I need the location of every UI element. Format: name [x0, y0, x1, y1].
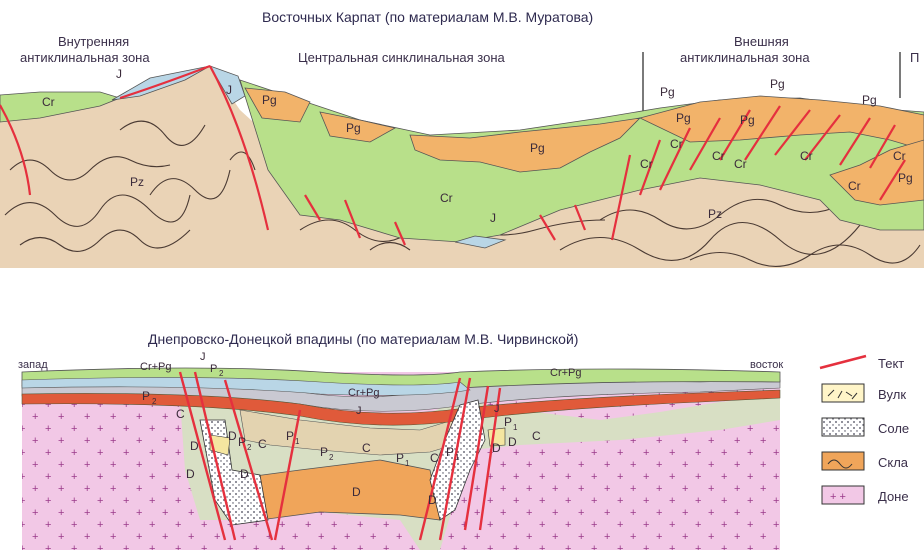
legend: Тект Вулк Соле Скла + + Доне — [819, 354, 909, 505]
cr-label: Cr — [42, 95, 55, 109]
d-label: D — [428, 493, 437, 507]
svg-text:Внешняя: Внешняя — [734, 34, 789, 49]
top-unit-labels: Cr J J Pg Pg Pg Cr Pz Pz J Pg Pg Pg Pg P… — [42, 67, 913, 225]
d-label: D — [190, 439, 199, 453]
svg-text:1: 1 — [405, 459, 410, 468]
svg-text:2: 2 — [152, 397, 157, 406]
pg-label: Pg — [660, 85, 675, 99]
svg-text:Вулк: Вулк — [878, 387, 906, 402]
svg-text:Доне: Доне — [878, 489, 909, 504]
svg-text:1: 1 — [295, 437, 300, 446]
tectonic-faults-bottom — [178, 371, 502, 541]
d-label: D — [228, 429, 237, 443]
p2-red-layer — [21, 389, 781, 426]
c-label: C — [258, 437, 267, 451]
p1-label: P — [286, 429, 294, 443]
crpg-label: Cr+Pg — [550, 367, 582, 379]
pg-lens-edge — [829, 139, 924, 206]
east-label: восток — [750, 359, 783, 371]
cr-label: Cr — [893, 149, 906, 163]
p1-label: P — [504, 415, 512, 429]
pg-label: Pg — [530, 141, 545, 155]
pg-label: Pg — [676, 111, 691, 125]
pg-label: Pg — [740, 113, 755, 127]
salt-stock-east — [429, 399, 486, 521]
top-section-title: Восточных Карпат (по материалам М.В. Мур… — [262, 9, 593, 25]
d-label: D — [492, 441, 501, 455]
p2-label: P — [320, 445, 328, 459]
j-lens-central — [454, 235, 507, 249]
pg-belt-outer — [638, 95, 924, 151]
svg-text:1: 1 — [513, 423, 518, 432]
svg-text:2: 2 — [329, 453, 334, 462]
pg-label: Pg — [862, 93, 877, 107]
j-label: J — [356, 405, 362, 417]
c-label: C — [176, 407, 185, 421]
pz-label: Pz — [130, 175, 144, 189]
cr-label: Cr — [800, 149, 813, 163]
j-label: J — [200, 351, 206, 363]
pg-label: Pg — [770, 77, 785, 91]
pz-label: Pz — [708, 207, 722, 221]
j-label: J — [494, 403, 500, 415]
cr-label: Cr — [712, 149, 725, 163]
svg-text:антиклинальная зона: антиклинальная зона — [680, 50, 810, 65]
volcanic-lens — [209, 434, 231, 456]
c-label: C — [362, 441, 371, 455]
bottom-section-title: Днепровско-Донецкой впадины (по материал… — [148, 331, 578, 347]
p1-label: P — [396, 451, 404, 465]
j-label: J — [490, 211, 496, 225]
pz-fold-lines — [4, 120, 921, 267]
pz-basement-top — [0, 66, 924, 268]
p2-label: P — [210, 363, 217, 375]
c-label: C — [532, 429, 541, 443]
p1-label: P — [446, 445, 454, 459]
svg-text:антиклинальная зона: антиклинальная зона — [20, 50, 150, 65]
pg-lens — [319, 111, 397, 143]
crpg-label: Cr+Pg — [348, 387, 380, 399]
p2-label: P — [142, 389, 150, 403]
legend-item-basement: + + Доне — [821, 485, 909, 505]
legend-item-salt: Соле — [821, 417, 909, 437]
edge-zone-label: П — [910, 50, 919, 65]
j-label: J — [116, 67, 122, 81]
svg-text:1: 1 — [455, 453, 460, 462]
outer-zone-label: Внешняя антиклинальная зона — [680, 34, 810, 65]
d-label: D — [240, 467, 249, 481]
cr-layer-inner — [0, 91, 122, 123]
pg-lens-central — [409, 117, 642, 173]
j-label: J — [226, 83, 232, 97]
svg-text:2: 2 — [219, 369, 224, 378]
cr-label: Cr — [640, 157, 653, 171]
west-label: запад — [18, 359, 48, 371]
crpg-label: Cr+Pg — [140, 361, 172, 373]
cr-label: Cr — [848, 179, 861, 193]
legend-item-volcanic: Вулк — [821, 383, 906, 403]
svg-text:Скла: Скла — [878, 455, 909, 470]
cr-label: Cr — [440, 191, 453, 205]
legend-item-folded: Скла — [821, 451, 909, 471]
p2-label: P — [238, 435, 246, 449]
cr-label: Cr — [670, 137, 683, 151]
svg-text:Внутренняя: Внутренняя — [58, 34, 129, 49]
pg-label: Pg — [346, 121, 361, 135]
svg-text:Соле: Соле — [878, 421, 909, 436]
pg-lens — [244, 87, 311, 123]
inner-zone-label: Внутренняя антиклинальная зона — [20, 34, 150, 65]
cr-label: Cr — [734, 157, 747, 171]
legend-item-tectonic: Тект — [819, 354, 904, 371]
svg-text:2: 2 — [247, 443, 252, 452]
d-label: D — [508, 435, 517, 449]
pg-label: Pg — [898, 171, 913, 185]
svg-text:+ +: + + — [830, 491, 846, 503]
pg-label: Pg — [262, 93, 277, 107]
d-label: D — [352, 485, 361, 499]
central-zone-label: Центральная синклинальная зона — [298, 50, 506, 65]
c-label: C — [430, 451, 439, 465]
tectonic-faults-top — [0, 64, 906, 246]
bottom-unit-labels: Cr+Pg J Cr+Pg Cr+Pg J J P 2 P 2 C C C C … — [140, 351, 582, 507]
svg-text:Тект: Тект — [878, 356, 904, 371]
d-label: D — [186, 467, 195, 481]
